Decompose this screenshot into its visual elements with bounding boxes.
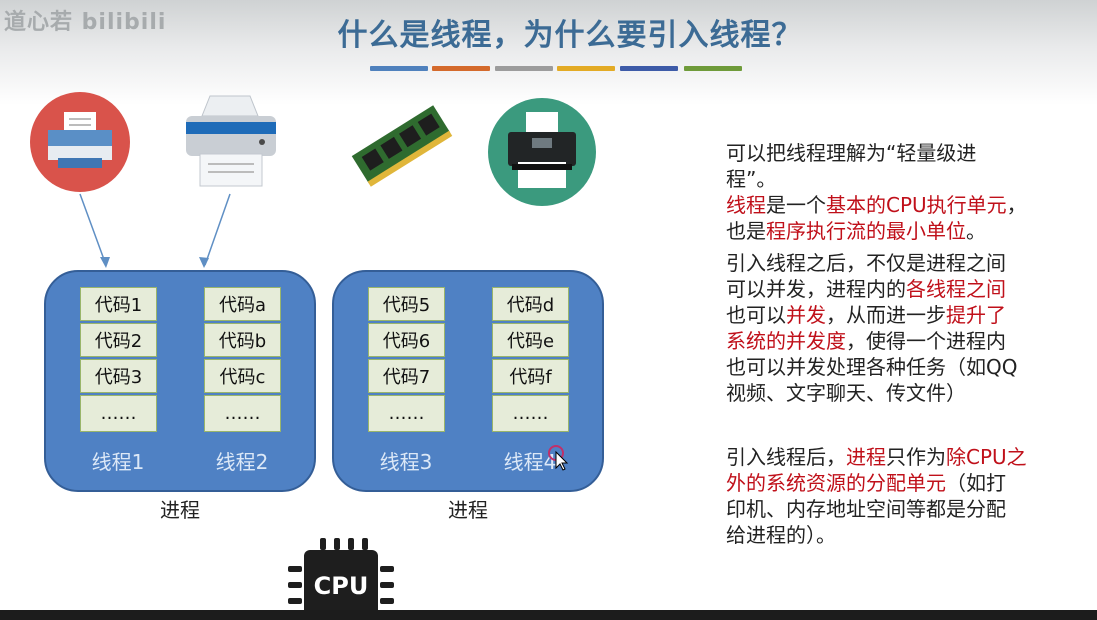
memory-stick-icon xyxy=(351,105,453,187)
process-label: 进程 xyxy=(160,498,200,522)
code-cell: …… xyxy=(80,395,157,432)
highlight-text: 基本的CPU执行单元 xyxy=(826,193,1007,217)
text-span: 也可以 xyxy=(726,303,786,327)
code-cell: 代码f xyxy=(492,359,569,393)
printer-gray-icon xyxy=(186,95,276,187)
header-band xyxy=(0,0,1097,105)
title-stripe xyxy=(684,66,742,71)
highlight-text: 进程 xyxy=(846,445,886,469)
cpu-label: CPU xyxy=(313,572,369,600)
text-line: 给进程的）。 xyxy=(726,523,836,547)
text-line: 引入线程后，进程只作为除CPU之 xyxy=(726,444,1076,470)
paragraph-resource-allocation: 引入线程后，进程只作为除CPU之 外的系统资源的分配单元（如打 印机、内存地址空… xyxy=(726,444,1076,548)
text-line: 引入线程之后，不仅是进程之间 xyxy=(726,251,1006,275)
code-cell: 代码2 xyxy=(80,323,157,357)
printer-green-icon xyxy=(488,98,596,206)
thread-label: 线程1 xyxy=(91,450,145,474)
code-cell: 代码6 xyxy=(368,323,445,357)
thread-column: 代码d 代码e 代码f …… xyxy=(492,287,569,434)
text-line: 可以把线程理解为“轻量级进 xyxy=(726,141,977,165)
highlight-text: 系统的并发度 xyxy=(726,329,846,353)
code-cell: 代码d xyxy=(492,287,569,321)
thread-column: 代码5 代码6 代码7 …… xyxy=(368,287,445,434)
title-stripe xyxy=(620,66,678,71)
code-cell: 代码c xyxy=(204,359,281,393)
text-span: 也是 xyxy=(726,219,766,243)
code-cell: …… xyxy=(492,395,569,432)
code-cell: 代码5 xyxy=(368,287,445,321)
text-span: ， xyxy=(1006,193,1027,217)
thread-column: 代码a 代码b 代码c …… xyxy=(204,287,281,434)
text-line: 系统的并发度，使得一个进程内 xyxy=(726,328,1076,354)
process-label: 进程 xyxy=(448,498,488,522)
title-stripe xyxy=(370,66,428,71)
highlight-text: 线程 xyxy=(726,193,766,217)
code-cell: 代码b xyxy=(204,323,281,357)
text-line: 印机、内存地址空间等都是分配 xyxy=(726,497,1006,521)
highlight-text: 程序执行流的最小单位 xyxy=(766,219,966,243)
bottom-bar xyxy=(0,610,1097,620)
text-line: 也可以并发处理各种任务（如QQ xyxy=(726,355,1018,379)
watermark: 道心若 bilibili xyxy=(4,10,167,35)
paragraph-thread-definition: 线程是一个基本的CPU执行单元， 也是程序执行流的最小单位。 xyxy=(726,192,1076,244)
code-cell: 代码3 xyxy=(80,359,157,393)
code-cell: …… xyxy=(368,395,445,432)
text-line: 程”。 xyxy=(726,167,777,191)
code-cell: 代码7 xyxy=(368,359,445,393)
code-cell: 代码e xyxy=(492,323,569,357)
text-span: 引入线程后， xyxy=(726,445,846,469)
cpu-chip: CPU xyxy=(288,538,394,620)
text-span: 只作为 xyxy=(886,445,946,469)
text-line: 线程是一个基本的CPU执行单元， xyxy=(726,192,1076,218)
text-line: 也可以并发，从而进一步提升了 xyxy=(726,302,1076,328)
highlight-text: 提升了 xyxy=(946,303,1006,327)
title-stripe xyxy=(495,66,553,71)
text-line: 可以并发，进程内的各线程之间 xyxy=(726,276,1076,302)
arrows xyxy=(79,193,231,268)
paragraph-light-process: 可以把线程理解为“轻量级进 程”。 xyxy=(726,140,1076,192)
highlight-text: 各线程之间 xyxy=(906,277,1006,301)
text-line: 也是程序执行流的最小单位。 xyxy=(726,218,1076,244)
text-line: 视频、文字聊天、传文件） xyxy=(726,381,966,405)
cursor-icon xyxy=(548,445,569,471)
paragraph-concurrency: 引入线程之后，不仅是进程之间 可以并发，进程内的各线程之间 也可以并发，从而进一… xyxy=(726,250,1076,406)
code-cell: 代码a xyxy=(204,287,281,321)
slide-title: 什么是线程，为什么要引入线程？ xyxy=(337,18,803,53)
cpu-chip-icon xyxy=(288,538,394,620)
text-span: 可以并发，进程内的 xyxy=(726,277,906,301)
text-span: ，使得一个进程内 xyxy=(846,329,1006,353)
thread-column: 代码1 代码2 代码3 …… xyxy=(80,287,157,434)
text-span: ，从而进一步 xyxy=(826,303,946,327)
highlight-text: 并发 xyxy=(786,303,826,327)
title-stripe xyxy=(557,66,615,71)
code-cell: …… xyxy=(204,395,281,432)
text-span: （如打 xyxy=(946,471,1006,495)
thread-label: 线程3 xyxy=(379,450,433,474)
title-stripe xyxy=(432,66,490,71)
thread-label: 线程2 xyxy=(215,450,269,474)
highlight-text: 除CPU之 xyxy=(946,445,1027,469)
highlight-text: 外的系统资源的分配单元 xyxy=(726,471,946,495)
text-span: 是一个 xyxy=(766,193,826,217)
code-cell: 代码1 xyxy=(80,287,157,321)
thread-label: 线程4 xyxy=(503,450,557,474)
printer-red-icon xyxy=(30,92,130,192)
text-span: 。 xyxy=(966,219,986,243)
text-line: 外的系统资源的分配单元（如打 xyxy=(726,470,1076,496)
